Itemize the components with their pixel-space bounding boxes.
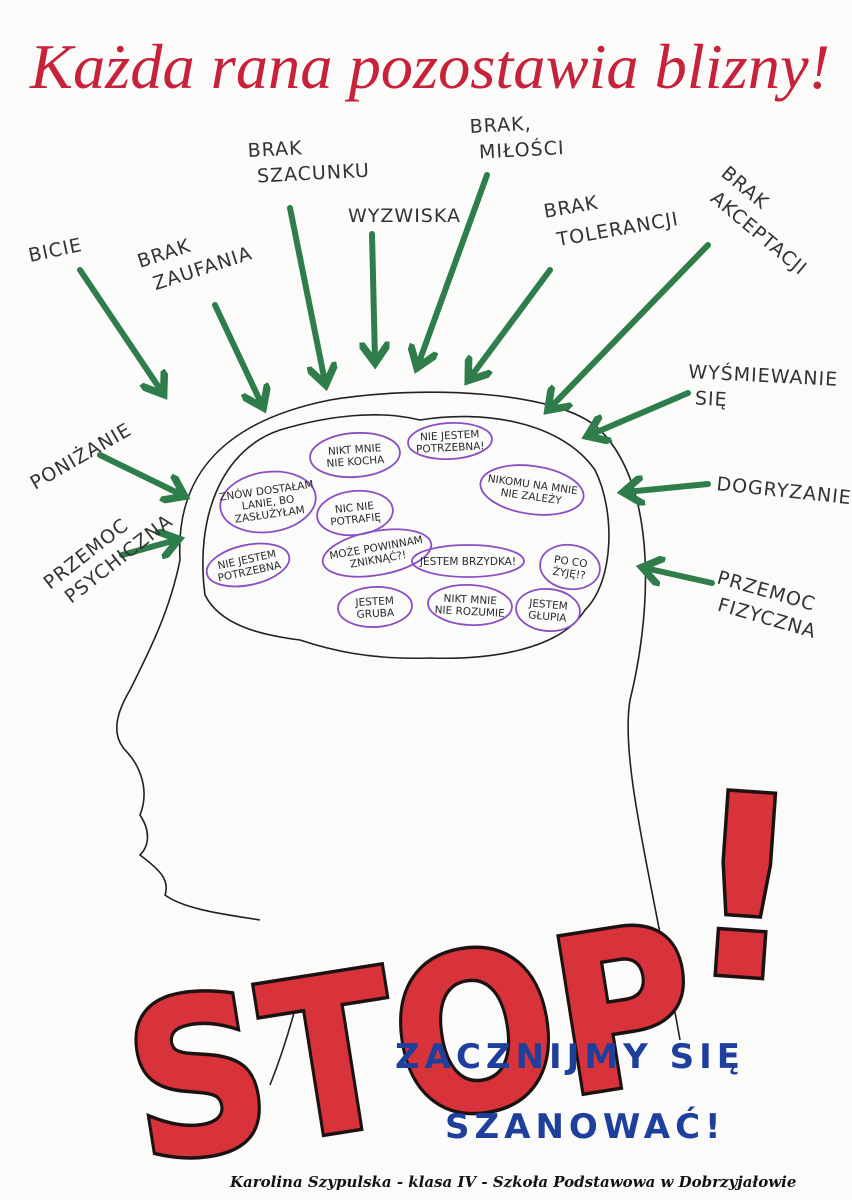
arrow-wyzwiska bbox=[372, 231, 375, 360]
thought-bubble-outline bbox=[427, 584, 513, 626]
outer-word-wyzwiska: WYZWISKA bbox=[348, 205, 461, 227]
arrow-przemoc-fizyczna bbox=[645, 568, 715, 583]
arrow-przemoc-psychiczna bbox=[119, 540, 176, 555]
slogan-line-2: SZANOWAĆ! bbox=[445, 1106, 726, 1147]
thought-text: NIKT MNIENIE ROZUMIE bbox=[434, 592, 505, 620]
arrow-bicie bbox=[77, 267, 162, 392]
outer-word-przemoc-fizyczna: PRZEMOCFIZYCZNA bbox=[707, 567, 826, 643]
outer-word-ponizanie: PONIŻANIE bbox=[26, 418, 135, 494]
outer-word-zaufania: BRAKZAUFANIA bbox=[135, 218, 255, 298]
thought-text: PO COŻYJĘ!? bbox=[552, 554, 589, 582]
outer-word-milosci: BRAK,MIŁOŚCI bbox=[469, 111, 565, 164]
outer-word-akceptacji: BRAKAKCEPTACJI bbox=[700, 162, 828, 280]
thought-bubble-outline bbox=[479, 464, 585, 516]
thought-bubble-outline bbox=[411, 544, 525, 578]
arrow-wysmiewanie bbox=[590, 390, 691, 435]
arrow-ponizanie bbox=[97, 452, 182, 495]
thought-bubble: NIKOMU NA MNIENIE ZALEŻY bbox=[479, 464, 585, 516]
slogan-line-1: ZACZNIJMY SIĘ bbox=[395, 1037, 745, 1077]
brain-outline bbox=[202, 414, 610, 660]
thought-bubble-outline bbox=[337, 586, 413, 628]
thought-text: MOŻE POWINNAMZNIKNĄĆ?! bbox=[328, 533, 425, 574]
thought-bubble: NIKT MNIENIE ROZUMIE bbox=[427, 584, 513, 626]
thought-bubble-outline bbox=[219, 470, 317, 534]
arrow-tolerancji bbox=[470, 267, 553, 378]
thought-text: NIC NIEPOTRAFIĘ bbox=[329, 499, 382, 528]
arrow-zaufania bbox=[212, 302, 262, 405]
stop-exclamation: ! bbox=[678, 740, 812, 1038]
outer-word-szacunku: BRAKSZACUNKU bbox=[247, 134, 370, 188]
outer-word-bicie: BICIE bbox=[26, 234, 84, 267]
outer-word-dogryzanie: DOGRYZANIE bbox=[715, 473, 852, 509]
thought-bubble-outline bbox=[309, 431, 401, 479]
thought-text: JESTEMGŁUPIA bbox=[527, 597, 569, 624]
thought-bubble-outline bbox=[515, 587, 581, 633]
thought-bubble: NIE JESTEMPOTRZEBNA! bbox=[407, 421, 493, 461]
thought-bubble: NIE JESTEMPOTRZEBNA bbox=[205, 542, 291, 588]
thought-bubble: NIC NIEPOTRAFIĘ bbox=[316, 489, 394, 537]
thought-text: NIE JESTEMPOTRZEBNA! bbox=[415, 428, 485, 456]
poster-title: Każda rana pozostawia blizny! bbox=[29, 31, 830, 102]
thought-bubble: PO COŻYJĘ!? bbox=[539, 543, 601, 591]
thought-text: NIKT MNIENIE KOCHA bbox=[325, 442, 385, 470]
thought-bubble-outline bbox=[321, 528, 433, 578]
thought-bubbles: NIKT MNIENIE KOCHA NIE JESTEMPOTRZEBNA! ZN… bbox=[205, 421, 601, 633]
arrow-dogryzanie bbox=[626, 484, 711, 492]
outer-word-wysmiewanie: WYŚMIEWANIESIĘ bbox=[686, 359, 838, 417]
thought-text: NIKOMU NA MNIENIE ZALEŻY bbox=[485, 473, 578, 509]
thought-bubble-outline bbox=[539, 543, 601, 591]
arrow-szacunku bbox=[287, 205, 325, 382]
thought-bubble: ZNÓW DOSTAŁAMLANIE, BOZASŁUŻYŁAM bbox=[218, 470, 317, 534]
arrow-akceptacji bbox=[550, 242, 711, 408]
thought-bubble: NIKT MNIENIE KOCHA bbox=[309, 431, 401, 479]
thought-bubble-outline bbox=[407, 421, 493, 461]
thought-bubble-outline bbox=[205, 542, 291, 588]
thought-bubble: JESTEM BRZYDKA! bbox=[411, 544, 525, 578]
thought-text: JESTEMGRUBA bbox=[354, 595, 395, 621]
thought-text: JESTEM BRZYDKA! bbox=[419, 556, 516, 568]
credit-line: Karolina Szypulska - klasa IV - Szkoła P… bbox=[229, 1173, 796, 1191]
arrow-milosci bbox=[418, 172, 490, 365]
thought-bubble: JESTEMGŁUPIA bbox=[515, 587, 581, 633]
outer-word-przemoc-psychiczna: PRZEMOCPSYCHICZNA bbox=[40, 491, 178, 613]
outer-word-tolerancji: BRAKTOLERANCJI bbox=[542, 178, 680, 252]
thought-bubble: JESTEMGRUBA bbox=[337, 586, 413, 628]
arrows bbox=[77, 172, 715, 583]
